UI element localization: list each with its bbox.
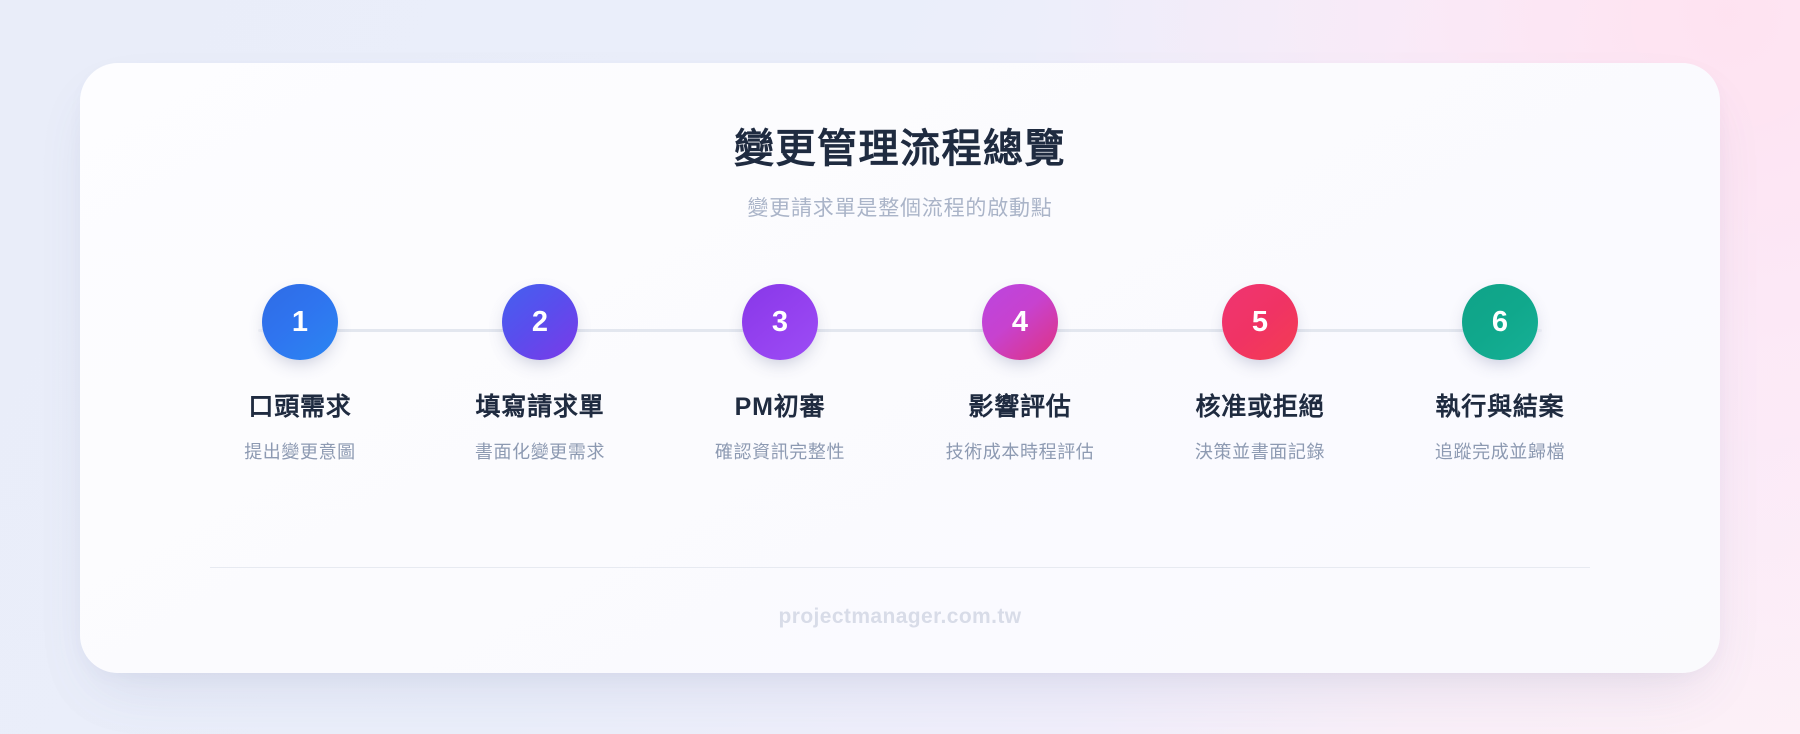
- card-footer: projectmanager.com.tw: [150, 567, 1650, 673]
- step-item-4[interactable]: 4 影響評估 技術成本時程評估: [900, 284, 1140, 464]
- process-overview-card: 變更管理流程總覽 變更請求單是整個流程的啟動點 1 口頭需求 提出變更意圖 2 …: [80, 63, 1720, 673]
- step-number-6: 6: [1491, 305, 1509, 338]
- step-list: 1 口頭需求 提出變更意圖 2 填寫請求單 書面化變更需求 3 PM初審 確認資…: [180, 284, 1620, 464]
- step-description-1: 提出變更意圖: [244, 441, 356, 462]
- footer-brand-text: projectmanager.com.tw: [778, 605, 1022, 628]
- step-item-2[interactable]: 2 填寫請求單 書面化變更需求: [420, 284, 660, 464]
- step-description-4: 技術成本時程評估: [945, 441, 1095, 462]
- step-description-6: 追蹤完成並歸檔: [1434, 441, 1566, 462]
- step-number-5: 5: [1251, 305, 1269, 338]
- step-number-2: 2: [531, 305, 549, 338]
- process-timeline: 1 口頭需求 提出變更意圖 2 填寫請求單 書面化變更需求 3 PM初審 確認資…: [150, 284, 1650, 464]
- step-title-4: 影響評估: [968, 393, 1072, 422]
- step-number-badge-1: 1: [262, 284, 338, 361]
- step-title-3: PM初審: [734, 393, 826, 422]
- page-subtitle: 變更請求單是整個流程的啟動點: [747, 197, 1053, 220]
- step-number-badge-4: 4: [982, 284, 1058, 361]
- step-item-3[interactable]: 3 PM初審 確認資訊完整性: [660, 284, 900, 464]
- step-description-3: 確認資訊完整性: [714, 441, 846, 462]
- step-number-1: 1: [291, 305, 309, 338]
- step-title-2: 填寫請求單: [475, 393, 605, 422]
- step-description-5: 決策並書面記錄: [1194, 441, 1326, 462]
- step-title-5: 核准或拒絕: [1195, 393, 1325, 422]
- step-number-3: 3: [771, 305, 789, 338]
- step-number-badge-2: 2: [502, 284, 578, 361]
- step-item-1[interactable]: 1 口頭需求 提出變更意圖: [180, 284, 420, 464]
- timeline-connector-line: [258, 329, 1542, 333]
- page-title: 變更管理流程總覽: [734, 127, 1066, 171]
- card-header: 變更管理流程總覽 變更請求單是整個流程的啟動點: [150, 125, 1650, 222]
- footer-divider: [210, 567, 1590, 568]
- step-description-2: 書面化變更需求: [474, 441, 606, 462]
- step-item-5[interactable]: 5 核准或拒絕 決策並書面記錄: [1140, 284, 1380, 464]
- step-number-badge-3: 3: [742, 284, 818, 361]
- step-number-4: 4: [1011, 305, 1029, 338]
- step-number-badge-6: 6: [1462, 284, 1538, 361]
- step-number-badge-5: 5: [1222, 284, 1298, 361]
- step-title-6: 執行與結案: [1435, 393, 1565, 422]
- step-title-1: 口頭需求: [248, 393, 352, 422]
- step-item-6[interactable]: 6 執行與結案 追蹤完成並歸檔: [1380, 284, 1620, 464]
